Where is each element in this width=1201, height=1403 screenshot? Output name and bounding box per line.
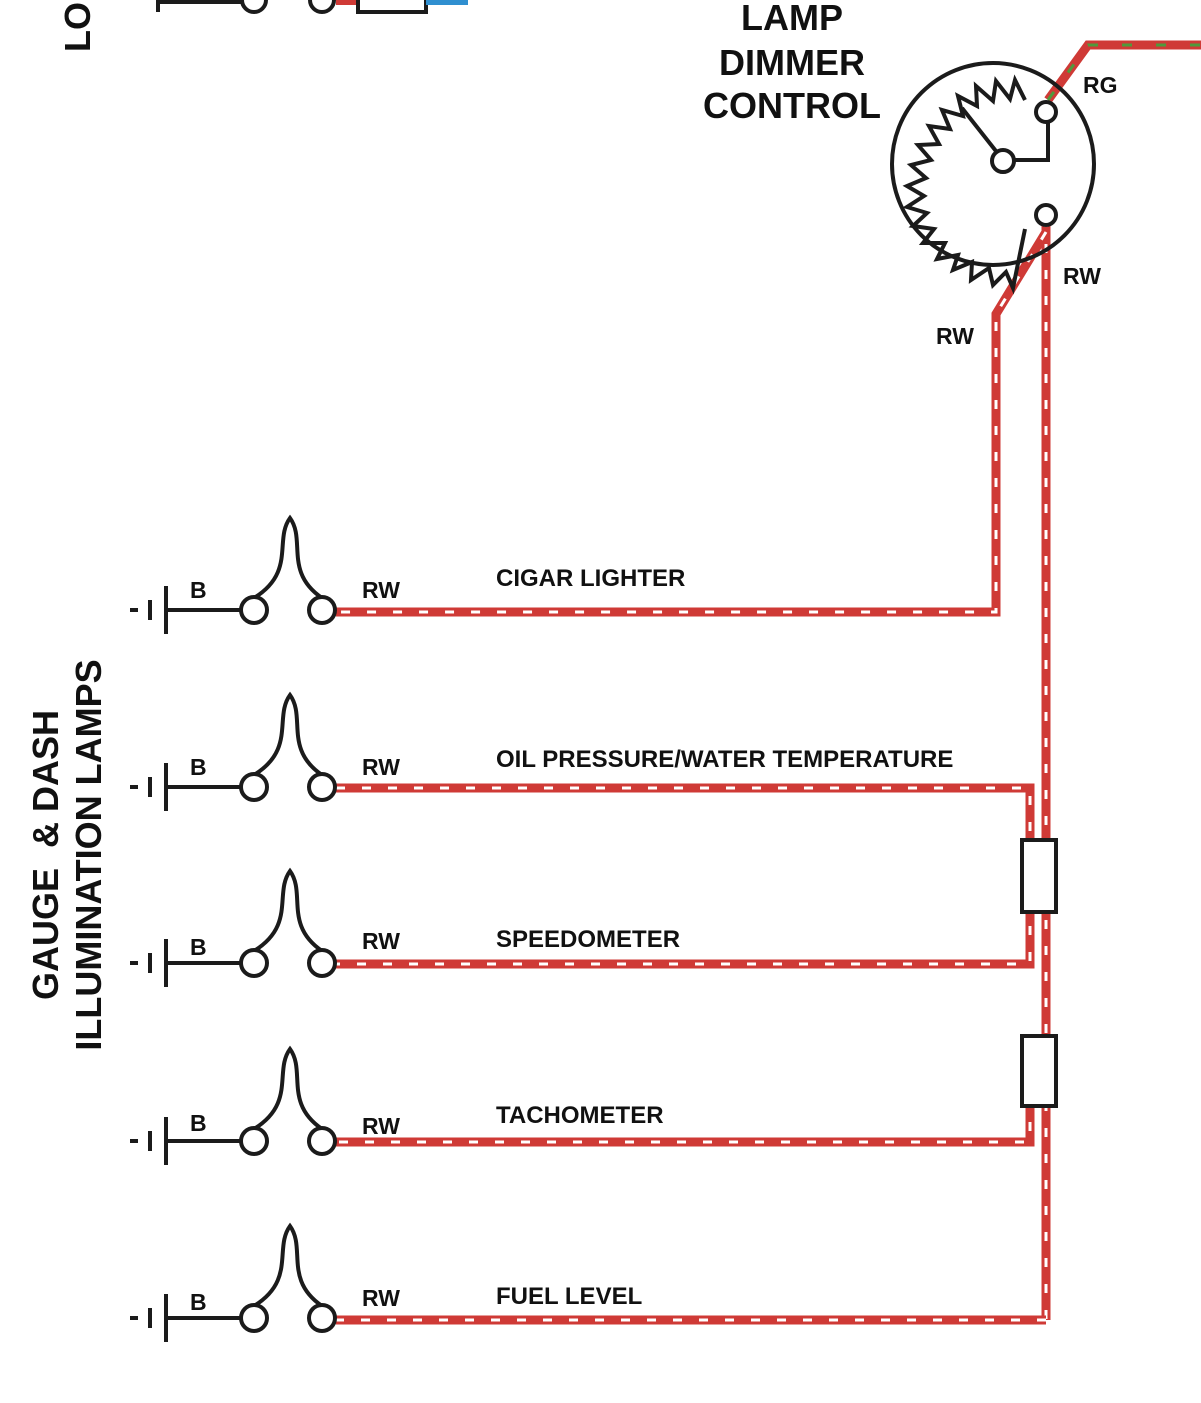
side-title-line-1: GAUGE & DASH [25, 710, 66, 1000]
lamp-label: TACHOMETER [496, 1102, 664, 1129]
wire-code-rw-left: RW [936, 323, 974, 349]
dimmer-pivot-terminal [990, 148, 1016, 174]
dimmer-rheostat-symbol [890, 61, 1096, 295]
lamp-terminal-fragment-2 [308, 0, 336, 14]
ground-code: B [190, 577, 207, 603]
dimmer-body-circle [890, 61, 1096, 267]
wire-rw-tach [336, 1070, 1035, 1147]
lamp-label: SPEEDOMETER [496, 926, 680, 953]
wire-code-rg: RG [1083, 72, 1118, 98]
feed-code: RW [362, 1113, 400, 1139]
dimmer-title-line-3: CONTROL [703, 85, 881, 126]
bulb-icon [252, 514, 324, 600]
lamp-terminal-right [307, 595, 337, 625]
lamp-row-tachometer: B RW TACHOMETER [130, 1045, 664, 1165]
lamp-terminal-right [307, 1303, 337, 1333]
lamp-terminal-left [239, 1126, 269, 1156]
ground-code: B [190, 754, 207, 780]
side-title-line-2: ILLUMINATION LAMPS [68, 659, 109, 1050]
dimmer-title-line-1: LAMP [741, 0, 843, 38]
wiring [336, 40, 1201, 1325]
wire-rw-cigar-branch [336, 229, 1050, 617]
ground-code: B [190, 1110, 207, 1136]
lamp-terminal-left [239, 1303, 269, 1333]
feed-code: RW [362, 1285, 400, 1311]
feed-code: RW [362, 754, 400, 780]
lamp-terminal-left [239, 595, 269, 625]
lamp-label: OIL PRESSURE/WATER TEMPERATURE [496, 746, 953, 773]
lamp-terminal-left [239, 772, 269, 802]
bulb-icon [252, 691, 324, 777]
wire-rw-oil-speedo [336, 783, 1035, 969]
component-fragment [356, 0, 428, 14]
bulb-icon [252, 867, 324, 953]
wire-code-rw-right: RW [1063, 263, 1101, 289]
feed-code: RW [362, 928, 400, 954]
lamp-row-cigar-lighter: B RW CIGAR LIGHTER [130, 514, 685, 634]
lamp-label: CIGAR LIGHTER [496, 565, 685, 592]
side-title: GAUGE & DASH ILLUMINATION LAMPS [25, 659, 109, 1050]
lamp-terminal-fragment-1 [240, 0, 268, 14]
feed-code: RW [362, 577, 400, 603]
lamp-terminal-right [307, 948, 337, 978]
bulb-icon [252, 1045, 324, 1131]
dimmer-resistance-zigzag [902, 74, 1027, 295]
dimmer-output-terminal [1034, 203, 1058, 227]
ground-code: B [190, 934, 207, 960]
dimmer-wiper-link [1015, 112, 1050, 162]
resistor-upper [1020, 838, 1058, 914]
lamp-row-fuel-level: B RW FUEL LEVEL [130, 1222, 642, 1342]
lamp-terminal-right [307, 1126, 337, 1156]
lamp-terminal-left [239, 948, 269, 978]
lamp-row-speedometer: B RW SPEEDOMETER [130, 867, 680, 987]
dimmer-title-line-2: DIMMER [719, 42, 865, 83]
top-left-fragment: LO [57, 0, 468, 52]
dimmer-input-terminal [1034, 100, 1058, 124]
lamp-label: FUEL LEVEL [496, 1283, 642, 1310]
lamp-terminal-right [307, 772, 337, 802]
lamp-row-oil-pressure-water-temperature: B RW OIL PRESSURE/WATER TEMPERATURE [130, 691, 953, 811]
top-left-rotated-text: LO [57, 2, 98, 52]
dimmer-title: LAMP DIMMER CONTROL [703, 0, 881, 126]
ground-code: B [190, 1289, 207, 1315]
wire-rg-input [1044, 40, 1201, 103]
bulb-icon [252, 1222, 324, 1308]
resistor-lower [1020, 1034, 1058, 1108]
